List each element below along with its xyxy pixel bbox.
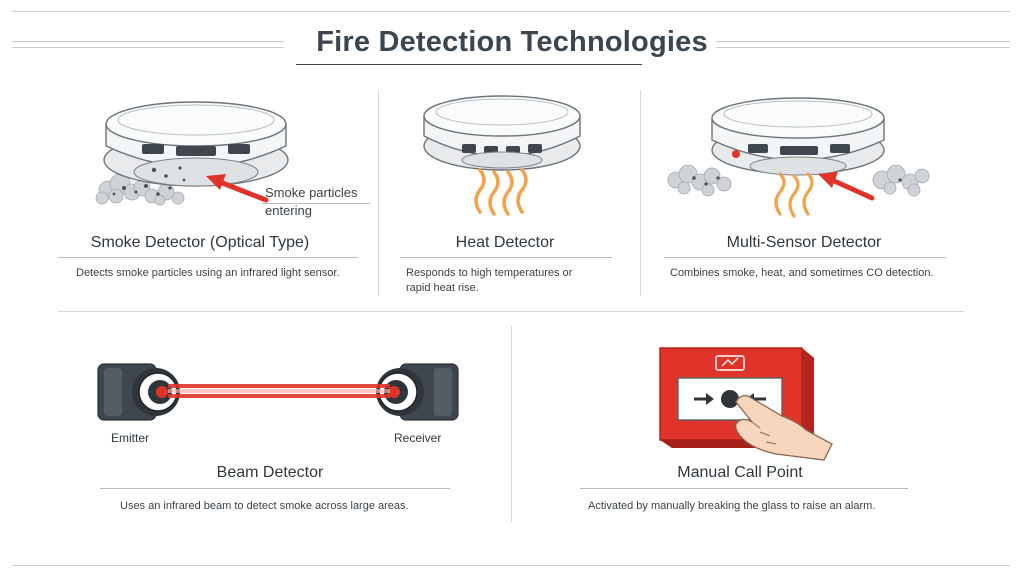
heat-description-line2: rapid heat rise. (406, 282, 479, 294)
call-point-title-rule (580, 488, 908, 489)
row-divider (58, 311, 964, 312)
smoke-callout-underline (262, 203, 370, 204)
divider-top-2 (640, 90, 641, 296)
title-underline (296, 64, 642, 65)
emitter-label: Emitter (111, 431, 150, 445)
manual-call-point-icon (659, 347, 833, 461)
beam-detector-title: Beam Detector (216, 464, 324, 481)
divider-bottom (511, 326, 512, 522)
smoke-callout-line2: entering (265, 203, 312, 218)
multi-sensor-detector-icon (667, 97, 930, 218)
smoke-detector-icon (95, 101, 289, 206)
title-rule-left-1 (12, 41, 284, 42)
manual-call-point-description: Activated by manually breaking the glass… (588, 500, 876, 512)
divider-top-1 (378, 90, 379, 296)
heat-detector-title: Heat Detector (455, 234, 555, 251)
multi-sensor-title: Multi-Sensor Detector (726, 234, 882, 251)
receiver-label: Receiver (394, 431, 442, 445)
smoke-detector-title: Smoke Detector (Optical Type) (90, 234, 310, 251)
title-rule-right-2 (716, 47, 1010, 48)
smoke-callout: Smoke particles entering (265, 184, 357, 220)
page-title: Fire Detection Technologies (316, 26, 708, 58)
multi-title-rule (664, 257, 946, 258)
bottom-border-rule (12, 565, 1010, 566)
beam-detector-description: Uses an infrared beam to detect smoke ac… (120, 500, 409, 512)
title-rule-left-2 (12, 47, 284, 48)
beam-detector-icon (97, 363, 459, 421)
smoke-title-rule (58, 257, 358, 258)
multi-sensor-description: Combines smoke, heat, and sometimes CO d… (670, 267, 934, 279)
heat-title-rule (400, 257, 612, 258)
beam-title-rule (100, 488, 450, 489)
heat-detector-description: Responds to high temperatures or rapid h… (406, 266, 572, 296)
smoke-detector-description: Detects smoke particles using an infrare… (76, 267, 340, 279)
smoke-callout-line1: Smoke particles (265, 185, 358, 200)
manual-call-point-title: Manual Call Point (677, 464, 803, 481)
heat-detector-icon (423, 95, 581, 216)
top-border-rule (12, 11, 1010, 12)
title-rule-right-1 (716, 41, 1010, 42)
heat-description-line1: Responds to high temperatures or (406, 267, 573, 279)
